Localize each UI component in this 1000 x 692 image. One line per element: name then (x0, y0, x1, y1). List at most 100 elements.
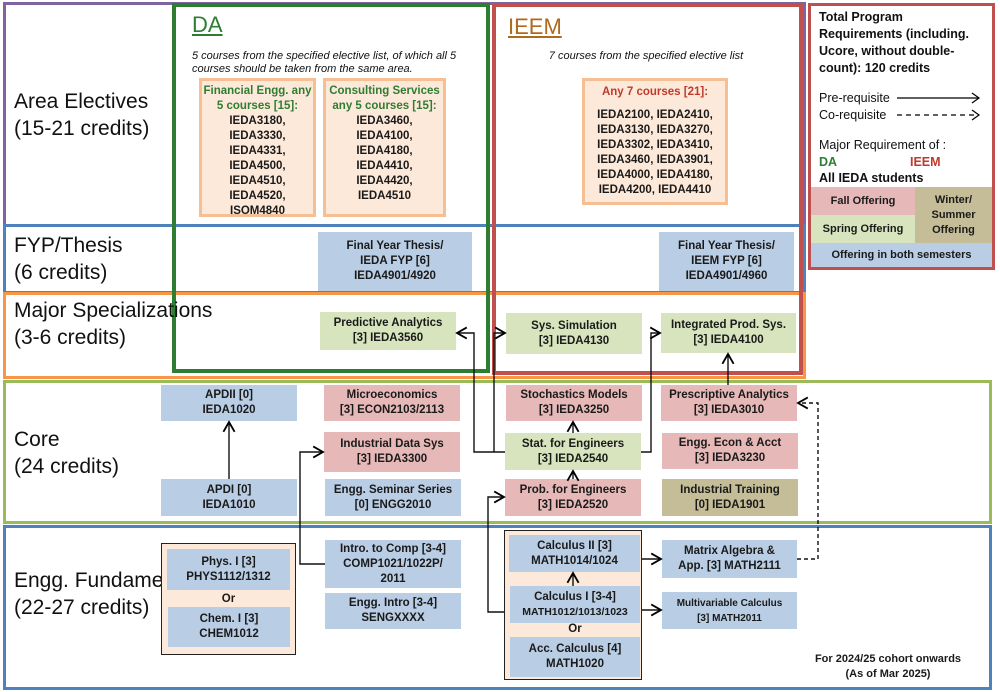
row-credits: (22-27 credits) (14, 596, 150, 619)
elective-course-line: IEDA4200, IEDA4410 (598, 184, 712, 196)
ieem-title: IEEM (508, 14, 562, 39)
row-credits: (3-6 credits) (14, 326, 127, 349)
ieem-note: 7 courses from the specified elective li… (548, 50, 744, 62)
elective-course-line: IEDA3302, IEDA3410, (597, 139, 713, 151)
da-title: DA (192, 12, 223, 37)
legend-da: DA (819, 155, 838, 169)
course-code: PHYS1112/1312 (186, 570, 271, 583)
course-code: [3] IEDA3230 (694, 452, 766, 464)
matrix-algebra-course: Matrix Algebra & App. [3] MATH2111 (662, 540, 797, 578)
legend-winter-summer: Winter/ Summer Offering (915, 187, 992, 243)
industrial-training-course: Industrial Training[0] IEDA1901 (662, 479, 798, 516)
elective-course-line: IEDA2100, IEDA2410, (597, 109, 713, 121)
stochastics-models-course: Stochastics Models [3] IEDA3250 (506, 385, 642, 421)
engg-intro-course: Engg. Intro [3-4]SENGXXXX (325, 593, 461, 629)
fundamentals-band (3, 525, 992, 690)
sys-simulation-course: Sys. Simulation[3] IEDA4130 (506, 313, 642, 354)
course-code: SENGXXXX (361, 612, 425, 624)
da-fyp-course: Final Year Thesis/IEDA FYP [6]IEDA4901/4… (318, 232, 472, 291)
course-name: Final Year Thesis/ (346, 240, 444, 252)
course-code: CHEM1012 (199, 628, 259, 640)
physics-course: Phys. I [3] PHYS1112/1312 (167, 549, 290, 590)
legend-spring: Spring Offering (811, 215, 915, 243)
engg-seminar-course: Engg. Seminar Series [0] ENGG2010 (325, 479, 461, 516)
course-code: [3] IEDA3250 (538, 404, 610, 416)
row-label-core: Core (24 credits) (14, 426, 119, 480)
course-name: Multivariable Calculus (676, 597, 783, 609)
elective-course-line: IEDA4000, IEDA4180, (597, 169, 713, 181)
course-code: [3] IEDA3560 (352, 332, 424, 344)
course-name: Matrix Algebra & (684, 545, 775, 557)
major-spec-band (3, 292, 806, 379)
course-name: Engg. Seminar Series (333, 483, 453, 496)
course-name: Intro. to Comp [3-4] (339, 542, 447, 555)
da-frame (172, 3, 490, 373)
arrow-matrix-prescriptive-coreq (796, 396, 819, 560)
elective-course-list: IEDA3180, IEDA3330, IEDA4331, IEDA4500, … (229, 115, 286, 217)
elective-heading: Any 7 courses [21]: (601, 86, 709, 98)
acc-calculus-course: Acc. Calculus [4]MATH1020 (510, 637, 640, 677)
ieem-electives: Any 7 courses [21]: IEDA2100, IEDA2410, … (582, 78, 728, 205)
or-label: Or (568, 623, 582, 635)
elective-area-heading: Consulting Services any 5 courses [15]: (329, 85, 440, 112)
course-code: COMP1021/1022P/ (343, 557, 443, 570)
predictive-analytics-course: Predictive Analytics[3] IEDA3560 (320, 312, 456, 350)
ieem-fyp-course: Final Year Thesis/IEEM FYP [6]IEDA4901/4… (659, 232, 794, 291)
stat-for-engineers-course: Stat. for Engineers[3] IEDA2540 (505, 433, 641, 470)
row-title: Area Electives (14, 90, 149, 113)
course-name: Calculus II [3] (537, 539, 612, 552)
course-code: MATH1012/1013/1023 (522, 605, 628, 618)
course-name: Sys. Simulation (531, 319, 617, 332)
elective-course-list: IEDA3460, IEDA4100, IEDA4180, IEDA4410, … (356, 115, 413, 202)
engg-econ-course: Engg. Econ & Acct[3] IEDA3230 (662, 433, 798, 469)
apdi-course: APDI [0]IEDA1010 (161, 479, 297, 516)
legend: Total Program Requirements (including. U… (808, 3, 995, 270)
course-name: Calculus I [3-4] (534, 590, 616, 603)
course-name: Microeconomics (346, 389, 438, 401)
calculus-ii-course: Calculus II [3] MATH1014/1024 (509, 535, 640, 572)
row-credits: (24 credits) (14, 455, 120, 478)
row-label-fyp: FYP/Thesis(6 credits) (14, 232, 123, 286)
row-title: Engg. Fundamentals (14, 569, 208, 592)
arrow-stat-integrated (641, 326, 662, 453)
calculus-i-course: Calculus I [3-4] MATH1012/1013/1023 (510, 586, 640, 623)
course-name: IEDA FYP [6] (360, 255, 430, 267)
course-name: Industrial Data Sys (340, 438, 444, 450)
chemistry-course: Chem. I [3] CHEM1012 (168, 607, 290, 647)
da-note: 5 courses from the specified elective li… (192, 50, 457, 75)
footer-line: (As of Mar 2025) (845, 668, 931, 680)
footer-line: For 2024/25 cohort onwards (814, 653, 962, 665)
row-title: FYP/Thesis (14, 234, 123, 257)
core-band (3, 380, 992, 524)
row-title: Core (14, 428, 60, 451)
consulting-services-electives: Consulting Services any 5 courses [15]: … (323, 78, 446, 217)
course-code: [0] ENGG2010 (354, 498, 432, 511)
legend-corequisite: Co-requisite (819, 108, 887, 122)
course-code: [3] IEDA3300 (356, 453, 428, 465)
course-name: IEEM FYP [6] (691, 255, 762, 267)
course-name: Chem. I [3] (199, 613, 259, 625)
legend-both: Offering in both semesters (811, 243, 992, 267)
integrated-prod-sys-course: Integrated Prod. Sys.[3] IEDA4100 (661, 313, 796, 353)
arrow-stat-predictive (455, 326, 505, 453)
row-label-fundamentals: Engg. Fundamentals (22-27 credits) (14, 567, 208, 621)
apdii-course: APDII [0]IEDA1020 (161, 385, 297, 421)
course-name: Stochastics Models (520, 389, 628, 401)
row-label-major-spec: Major Specializations (3-6 credits) (14, 297, 212, 351)
course-name: Phys. I [3] (201, 555, 256, 568)
course-code: IEDA1010 (202, 498, 256, 511)
multivariable-calculus-course: Multivariable Calculus [3] MATH2011 (662, 592, 797, 629)
arrow-stat-simulation (493, 326, 507, 452)
course-code: App. [3] MATH2111 (678, 560, 781, 572)
row-title: Major Specializations (14, 299, 213, 322)
industrial-data-sys-course: Industrial Data Sys [3] IEDA3300 (324, 432, 460, 472)
elective-area-heading: Financial Engg. any 5 courses [15]: (203, 85, 312, 112)
course-code: [3] MATH2011 (697, 612, 762, 624)
course-name: Industrial Training (680, 483, 780, 496)
legend-ieem: IEEM (910, 155, 941, 169)
course-name: Prescriptive Analytics (669, 389, 789, 401)
course-code: [3] IEDA2520 (537, 498, 609, 511)
course-code: MATH1014/1024 (531, 554, 618, 567)
legend-arrows (897, 92, 981, 121)
course-code: IEDA4901/4960 (685, 270, 768, 282)
